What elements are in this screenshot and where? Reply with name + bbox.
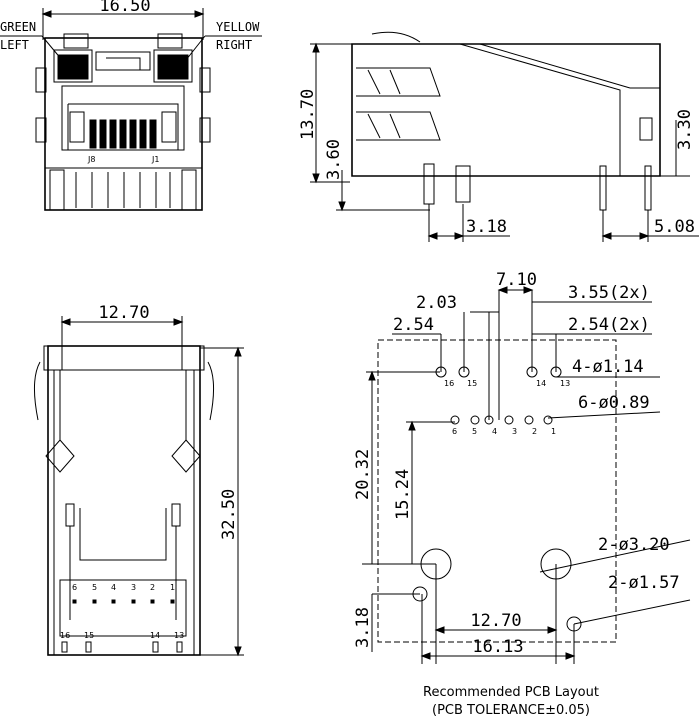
pcb-layout: 7.10 2.03 2.54 3.55(2x) 2.54(2x) 4-ø1.14… — [353, 270, 691, 718]
pcb-pin-label: 13 — [560, 379, 570, 388]
pcb-pin-label: 1 — [551, 427, 556, 436]
port-j8-label: J8 — [87, 155, 95, 164]
pcb-dim-2-157: 2-ø1.57 — [608, 573, 680, 593]
top-pin-label: 5 — [92, 583, 97, 592]
pcb-pin-label: 4 — [492, 427, 497, 436]
yellow-label: YELLOW — [216, 20, 260, 34]
green-label: GREEN — [0, 20, 36, 34]
top-view: 12.70 32.50 — [34, 303, 244, 657]
pcb-pin-label: 6 — [452, 427, 457, 436]
pcb-dim-2-54x: 2.54(2x) — [568, 315, 650, 335]
left-label: LEFT — [0, 38, 29, 52]
pcb-dim-4-holes: 4-ø1.14 — [572, 357, 644, 377]
side-pitch-dim: 3.18 — [466, 217, 507, 237]
top-pin-label: 6 — [72, 583, 77, 592]
top-width-dim: 12.70 — [98, 303, 149, 323]
port-j1-label: J1 — [151, 155, 159, 164]
pcb-dim-20-32: 20.32 — [353, 449, 373, 500]
top-pin-label: 14 — [150, 631, 160, 640]
pcb-dim-7-10: 7.10 — [496, 270, 537, 290]
pcb-pin-label: 16 — [444, 379, 454, 388]
top-pin-label: 1 — [170, 583, 175, 592]
side-height-dim: 13.70 — [298, 89, 318, 140]
front-width-dim: 16.50 — [99, 0, 150, 16]
side-view: 13.70 3.60 3.30 3.18 — [298, 31, 699, 242]
top-pin-label: 4 — [111, 583, 116, 592]
pcb-dim-16-13: 16.13 — [472, 637, 523, 657]
pcb-dim-6-holes: 6-ø0.89 — [578, 393, 650, 413]
pcb-caption-line1: Recommended PCB Layout — [423, 685, 599, 700]
pcb-dim-3-18: 3.18 — [353, 607, 373, 648]
pcb-caption-line2: (PCB TOLERANCE±0.05) — [432, 703, 590, 718]
pcb-dim-2-03: 2.03 — [416, 293, 457, 313]
side-right-dim: 3.30 — [675, 109, 695, 150]
pcb-dim-2-320: 2-ø3.20 — [598, 535, 670, 555]
right-label: RIGHT — [216, 38, 252, 52]
front-view: 16.50 GREEN LEFT YELLOW RIGHT — [0, 0, 262, 211]
pcb-pin-label: 3 — [512, 427, 517, 436]
top-length-dim: 32.50 — [219, 489, 239, 540]
pcb-pin-label: 14 — [536, 379, 546, 388]
pcb-pin-label: 15 — [467, 379, 477, 388]
top-pin-label: 13 — [174, 631, 184, 640]
top-pin-label: 3 — [131, 583, 136, 592]
pcb-dim-12-70: 12.70 — [470, 611, 521, 631]
pcb-dim-2-54: 2.54 — [393, 315, 434, 335]
pcb-pin-label: 5 — [472, 427, 477, 436]
top-pin-label: 16 — [60, 631, 70, 640]
side-rear-dim: 5.08 — [654, 217, 695, 237]
side-post-dim: 3.60 — [324, 139, 344, 180]
pcb-dim-3-55: 3.55(2x) — [568, 283, 650, 303]
pcb-dim-15-24: 15.24 — [393, 469, 413, 520]
top-view-pins: 6 5 4 3 2 1 16 15 14 13 — [60, 583, 184, 653]
top-pin-label: 2 — [150, 583, 155, 592]
pcb-pin-label: 2 — [532, 427, 537, 436]
top-pin-label: 15 — [84, 631, 94, 640]
